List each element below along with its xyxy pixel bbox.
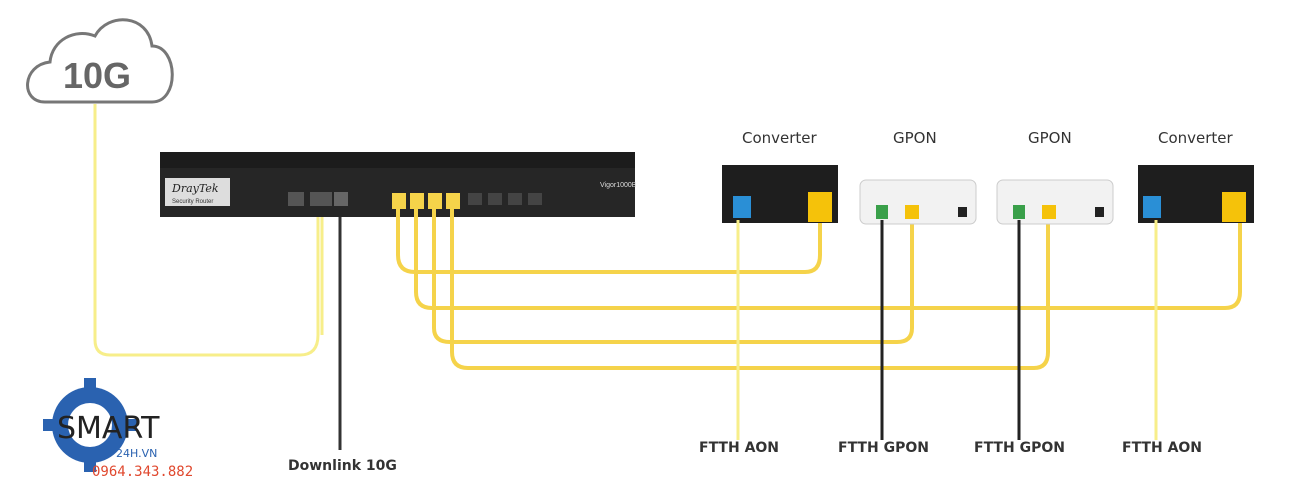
device-label-converter-2: Converter [1158, 129, 1233, 147]
smart-logo [43, 378, 137, 472]
label-ftth-aon-1: FTTH AON [699, 440, 780, 456]
label-ftth-aon-2: FTTH AON [1122, 440, 1203, 456]
logo-brand: SMART [57, 411, 160, 446]
cloud-label: 10G [63, 55, 131, 96]
gpon-1 [859, 179, 977, 225]
device-label-converter-1: Converter [742, 129, 817, 147]
router-model: Vigor1000B [600, 182, 637, 189]
converter-1 [722, 165, 838, 223]
logo-sub: 24H.VN [116, 447, 157, 460]
label-ftth-gpon-2: FTTH GPON [974, 440, 1065, 456]
converter-2 [1138, 165, 1254, 223]
device-label-gpon-2: GPON [1028, 129, 1072, 147]
label-downlink: Downlink 10G [288, 458, 397, 474]
device-label-gpon-1: GPON [893, 129, 937, 147]
ethernet-cables [392, 193, 1242, 370]
downstream-lines [736, 220, 1158, 440]
label-ftth-gpon-1: FTTH GPON [838, 440, 929, 456]
cloud-icon [26, 18, 174, 104]
uplink-fiber [93, 104, 320, 357]
router-subtitle: Security Router [172, 199, 213, 205]
logo-phone: 0964.343.882 [92, 464, 193, 480]
gpon-2 [996, 179, 1114, 225]
router-brand: DrayTek [171, 182, 219, 195]
